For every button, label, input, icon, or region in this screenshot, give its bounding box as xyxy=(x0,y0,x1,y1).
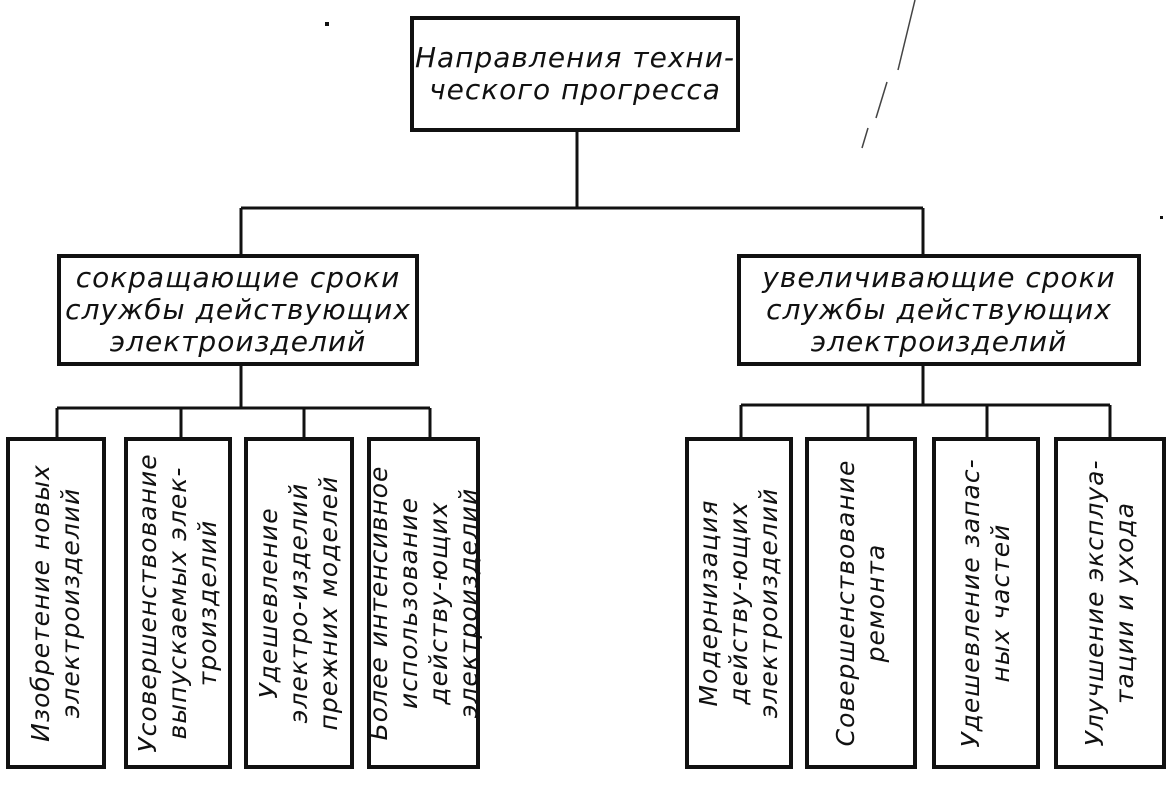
leaf-label: Совершенствование ремонта xyxy=(831,459,890,747)
leaf-label: Модернизация действу-ющих электроизделий xyxy=(694,487,783,719)
scan-speck xyxy=(325,22,329,26)
category-label: сокращающие сроки службы действующих эле… xyxy=(65,260,411,359)
category-label: увеличивающие сроки службы действующих э… xyxy=(762,260,1116,359)
leaf-node: Удешевление запас-ных частей xyxy=(932,437,1040,769)
leaf-label: Усовершенствование выпускаемых элек-трои… xyxy=(133,453,222,753)
scan-artifact xyxy=(861,0,916,149)
leaf-node: Модернизация действу-ющих электроизделий xyxy=(685,437,793,769)
category-node-extending: увеличивающие сроки службы действующих э… xyxy=(737,254,1141,366)
leaf-label: Улучшение эксплуа-тации и ухода xyxy=(1080,459,1139,747)
root-node-label: Направления техни-ческого прогресса xyxy=(414,40,736,106)
leaf-node: Изобретение новых электроизделий xyxy=(6,437,106,769)
category-node-shortening: сокращающие сроки службы действующих эле… xyxy=(57,254,419,366)
leaf-label: Удешевление запас-ных частей xyxy=(956,458,1015,748)
leaf-label: Более интенсивное использование действу-… xyxy=(363,465,483,741)
scan-speck xyxy=(1160,216,1163,219)
leaf-node: Улучшение эксплуа-тации и ухода xyxy=(1054,437,1166,769)
leaf-node: Усовершенствование выпускаемых элек-трои… xyxy=(124,437,232,769)
leaf-node: Совершенствование ремонта xyxy=(805,437,917,769)
leaf-label: Изобретение новых электроизделий xyxy=(26,464,85,742)
leaf-node: Более интенсивное использование действу-… xyxy=(364,437,483,769)
leaf-label: Удешевление электро-изделий прежних моде… xyxy=(254,475,343,731)
leaf-node: Удешевление электро-изделий прежних моде… xyxy=(244,437,354,769)
root-node: Направления техни-ческого прогресса xyxy=(410,16,740,132)
